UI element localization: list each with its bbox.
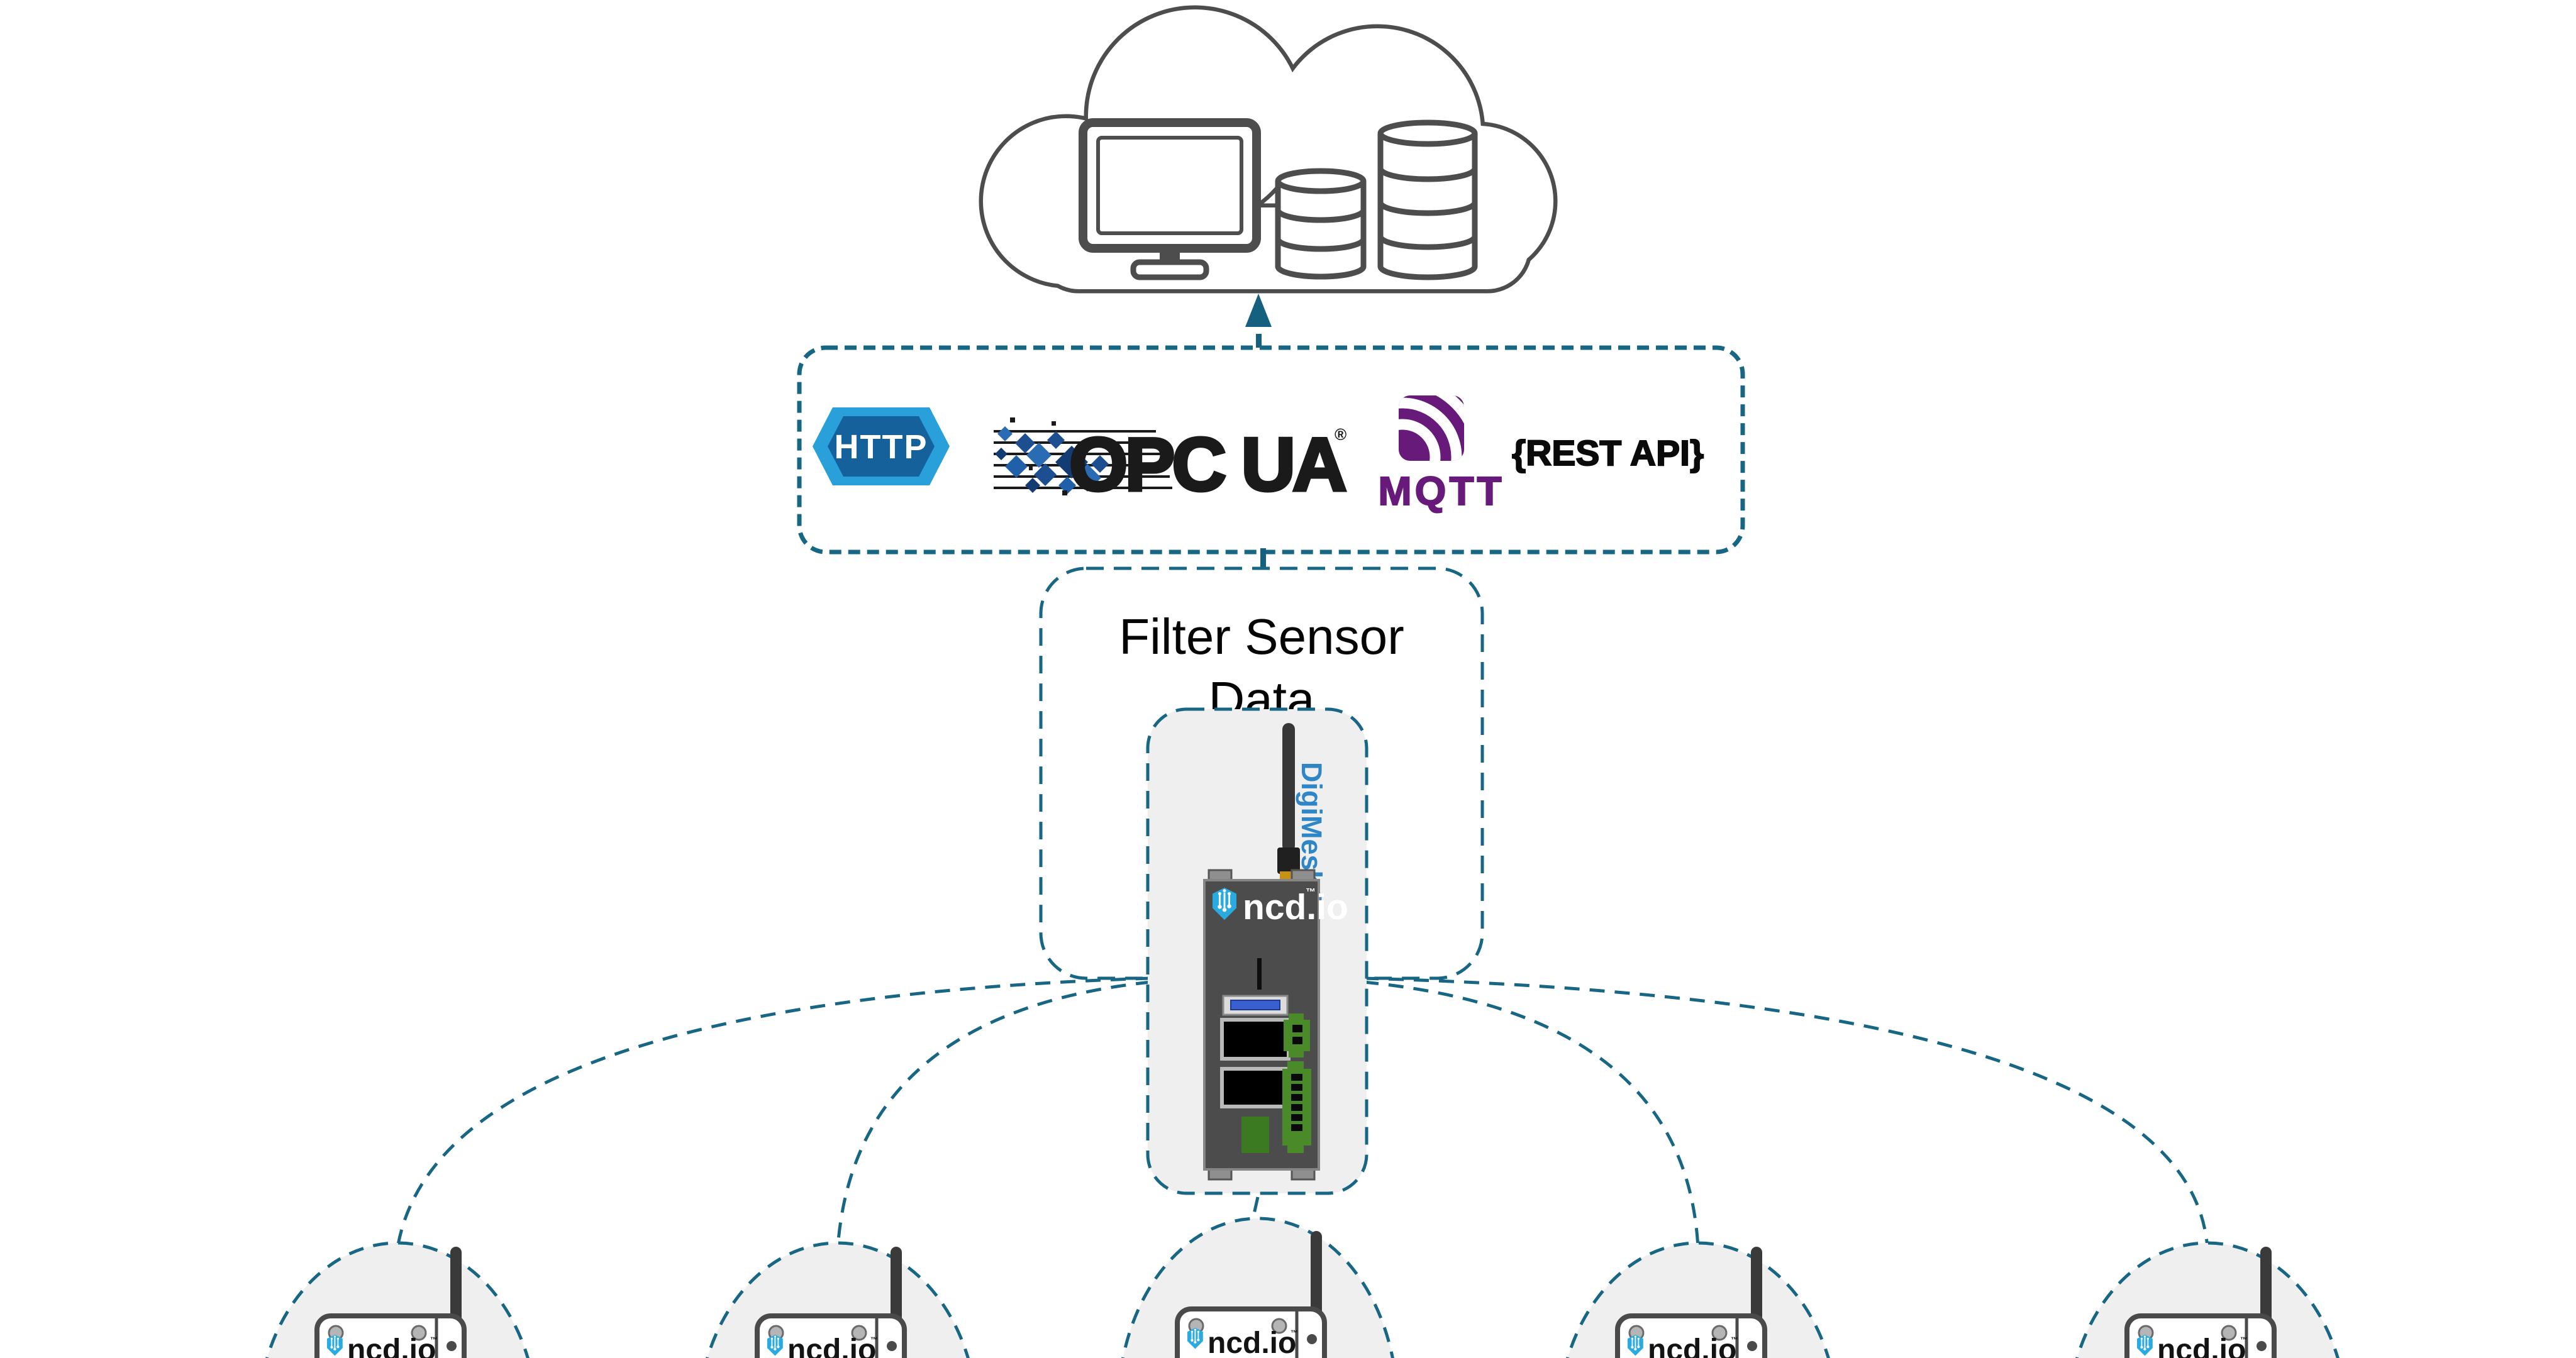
sensor-brand-label: ncd.io [347,1333,436,1358]
screw-icon [2257,1341,2267,1351]
screw-icon [851,1325,867,1341]
sensor-brand-tm: ™ [870,1335,878,1344]
screw-icon [447,1341,457,1351]
sensor-node-4: ncd.io ™ [1566,1241,1830,1358]
sensor-brand-tm: ™ [2240,1335,2248,1344]
screw-icon [1747,1341,1757,1351]
sensor-brand-tm: ™ [1731,1335,1738,1344]
screw-icon [887,1341,897,1351]
gateway-brand-label: ncd.io [1243,887,1348,927]
protocols-panel-border [797,345,1745,555]
http-logo: HTTP [813,407,950,485]
sensor-brand-label: ncd.io [787,1333,876,1358]
gateway-brand-tm: ™ [1306,887,1316,898]
sensor-node-1: ncd.io ™ [265,1241,530,1358]
opcua-diamonds [995,417,1109,495]
opcua-registered-mark: ® [1335,425,1346,444]
opcua-label: OPC UA [1069,422,1345,507]
mesh-link-2 [836,980,1152,1249]
screw-icon [1711,1325,1728,1341]
database-icon-small [1275,168,1367,280]
sensor-device: ncd.io ™ [1615,1313,1767,1358]
sensor-node-2: ncd.io ™ [706,1241,970,1358]
mesh-link-5 [1363,976,2209,1249]
connector-protocols-filter [1260,548,1266,576]
sensor-brand-tm: ™ [430,1335,438,1344]
rest-api-label: {REST API} [1512,433,1704,473]
ethernet-port-2 [1220,1067,1291,1108]
sensor-brand-label: ncd.io [1208,1327,1296,1358]
cloud-icon [979,5,1558,294]
sensor-brand-label: ncd.io [1648,1333,1736,1358]
ethernet-port-1 [1220,1018,1291,1061]
sensor-device: ncd.io ™ [314,1313,467,1358]
mqtt-logo: MQTT [1377,395,1504,514]
gateway-ncd-logo: ncd.io ™ [1211,886,1348,927]
screw-icon [411,1325,427,1341]
gateway-panel: DigiMesh® ncd.io ™ [1146,707,1368,1195]
protocols-panel: HTTP [797,345,1745,555]
power-terminal [1241,1117,1269,1153]
monitor-icon [1079,118,1261,280]
sim-slot [1257,958,1262,990]
mqtt-label: MQTT [1378,468,1504,514]
database-icon-large [1377,119,1478,280]
gateway-device: ncd.io ™ [1203,869,1348,1181]
opcua-logo: OPC UA ® [994,417,1350,509]
io-terminal-small [1284,1013,1310,1057]
sensor-device: ncd.io ™ [1175,1306,1327,1358]
usb-port [1222,995,1289,1016]
sensor-node-3: ncd.io ™ [1121,1217,1394,1358]
http-label: HTTP [835,428,928,466]
screw-icon [1307,1334,1317,1344]
mesh-links [396,976,2209,1249]
sensor-node-5: ncd.io ™ [2075,1241,2340,1358]
io-terminal-large [1282,1061,1311,1153]
mesh-link-1 [396,976,1152,1249]
screw-icon [2221,1325,2237,1341]
mesh-link-3 [1250,1196,1260,1223]
mesh-link-4 [1363,980,1700,1249]
sensor-device: ncd.io ™ [2124,1313,2277,1358]
arrow-up-icon [1245,294,1272,351]
sensor-device: ncd.io ™ [755,1313,907,1358]
screw-icon [1271,1318,1287,1334]
filter-title-line1: Filter Sensor [1119,609,1404,665]
sensor-brand-tm: ™ [1291,1328,1298,1337]
sensor-brand-label: ncd.io [2157,1333,2246,1358]
